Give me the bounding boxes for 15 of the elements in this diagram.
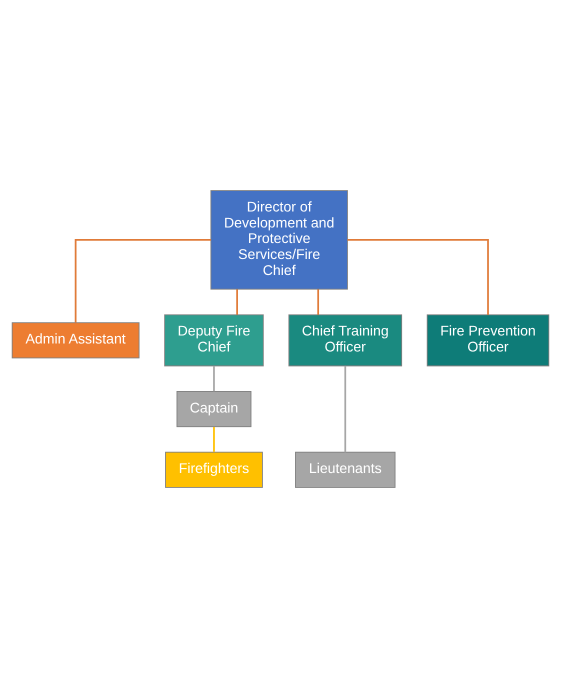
node-box: Director of Development and Protective Services/Fire Chief <box>210 190 348 290</box>
node-box: Fire Prevention Officer <box>426 314 550 366</box>
connector <box>317 289 320 314</box>
connector <box>74 238 211 322</box>
node-box: Captain <box>176 390 252 427</box>
connector <box>344 365 346 452</box>
node-box: Deputy Fire Chief <box>164 314 264 366</box>
node-box: Lieutenants <box>295 451 396 488</box>
node-box: Chief Training Officer <box>288 314 402 366</box>
connector <box>236 289 238 314</box>
connector <box>348 238 489 314</box>
connector <box>213 426 215 452</box>
connector <box>213 365 215 391</box>
node-box: Firefighters <box>165 451 263 488</box>
node-box: Admin Assistant <box>12 322 140 358</box>
